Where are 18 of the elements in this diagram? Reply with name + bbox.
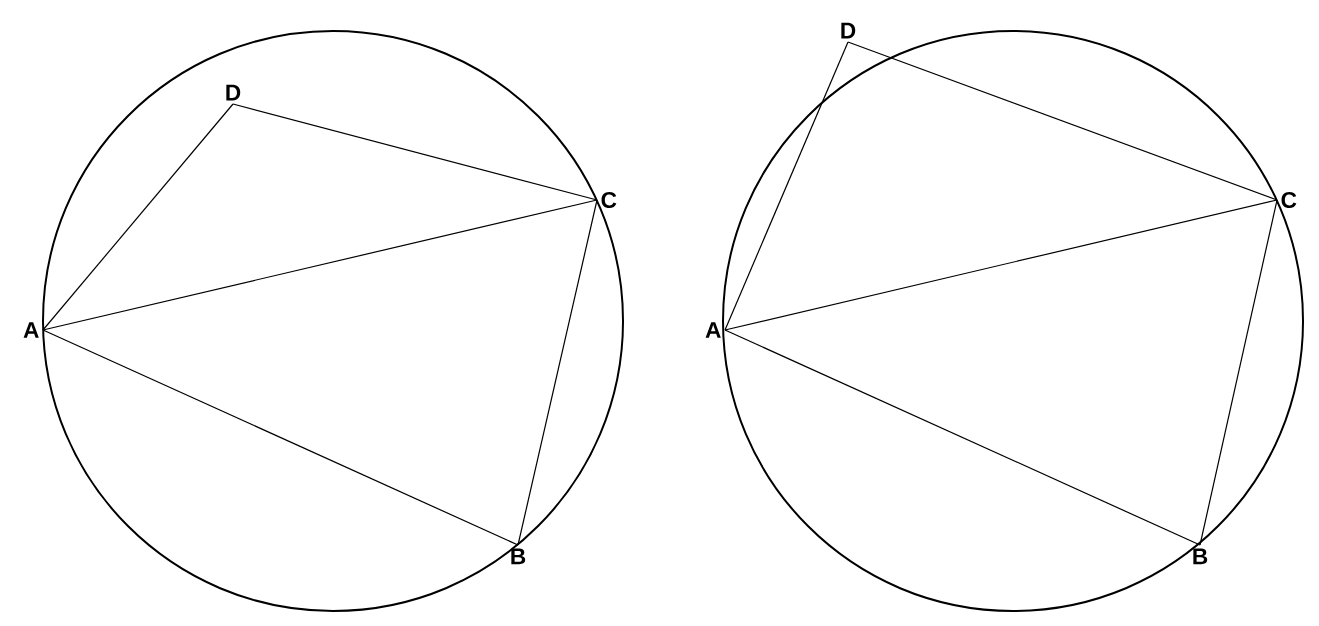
point-label: C [1281, 192, 1297, 209]
line-segment [1199, 199, 1278, 546]
line-segment [42, 103, 234, 331]
point-label: C [601, 192, 617, 209]
line-segment [232, 103, 598, 201]
line-segment [42, 199, 598, 331]
point-label: B [1193, 548, 1208, 565]
line-segment [517, 199, 598, 546]
point-label: B [511, 548, 526, 565]
line-segment [42, 329, 519, 546]
point-label: A [705, 322, 721, 338]
line-segment [847, 41, 1278, 201]
line-segment [724, 199, 1278, 331]
point-label: A [23, 322, 39, 338]
point-label: D [226, 84, 241, 101]
line-segment [724, 329, 1201, 546]
point-label: D [841, 22, 856, 39]
line-segment [724, 41, 849, 331]
